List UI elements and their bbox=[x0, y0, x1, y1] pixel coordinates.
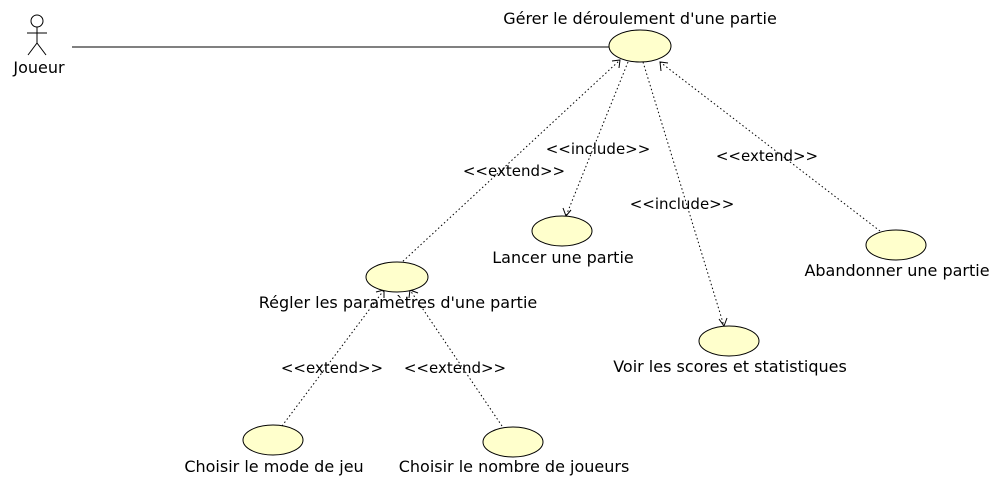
svg-text:Choisir le mode de jeu: Choisir le mode de jeu bbox=[184, 457, 363, 476]
svg-text:Choisir le nombre de joueurs: Choisir le nombre de joueurs bbox=[399, 457, 630, 476]
svg-text:Régler les paramètres d'une pa: Régler les paramètres d'une partie bbox=[259, 293, 537, 312]
svg-text:Abandonner une partie: Abandonner une partie bbox=[804, 261, 989, 280]
relation-gerer-voir: <<include>> bbox=[630, 61, 735, 328]
svg-text:<<extend>>: <<extend>> bbox=[281, 359, 383, 377]
actor-name: Joueur bbox=[12, 58, 65, 77]
actor-joueur[interactable]: Joueur bbox=[12, 14, 65, 77]
svg-text:Voir les scores et statistique: Voir les scores et statistiques bbox=[613, 357, 847, 376]
svg-text:<<include>>: <<include>> bbox=[546, 140, 651, 158]
svg-text:Lancer une partie: Lancer une partie bbox=[492, 248, 633, 267]
relation-gerer-lancer: <<include>> bbox=[546, 61, 651, 217]
relation-mode-regler: <<extend>> bbox=[281, 289, 385, 427]
svg-text:<<extend>>: <<extend>> bbox=[404, 359, 506, 377]
svg-text:<<extend>>: <<extend>> bbox=[716, 147, 818, 165]
svg-text:<<extend>>: <<extend>> bbox=[463, 162, 565, 180]
relation-regler-gerer: <<extend>> bbox=[399, 59, 621, 265]
svg-text:<<include>>: <<include>> bbox=[630, 195, 735, 213]
use-case-abandonner[interactable]: Abandonner une partie bbox=[804, 229, 990, 280]
use-case-gerer[interactable]: Gérer le déroulement d'une partie bbox=[503, 9, 777, 63]
svg-text:Gérer le déroulement d'une par: Gérer le déroulement d'une partie bbox=[503, 9, 777, 28]
relation-abandonner-gerer: <<extend>> bbox=[659, 61, 881, 232]
use-case-nombre[interactable]: Choisir le nombre de joueurs bbox=[399, 426, 630, 476]
use-case-voir[interactable]: Voir les scores et statistiques bbox=[613, 325, 847, 376]
use-case-mode[interactable]: Choisir le mode de jeu bbox=[184, 424, 364, 476]
use-case-regler[interactable]: Régler les paramètres d'une partie bbox=[259, 261, 537, 312]
use-case-lancer[interactable]: Lancer une partie bbox=[492, 215, 634, 267]
